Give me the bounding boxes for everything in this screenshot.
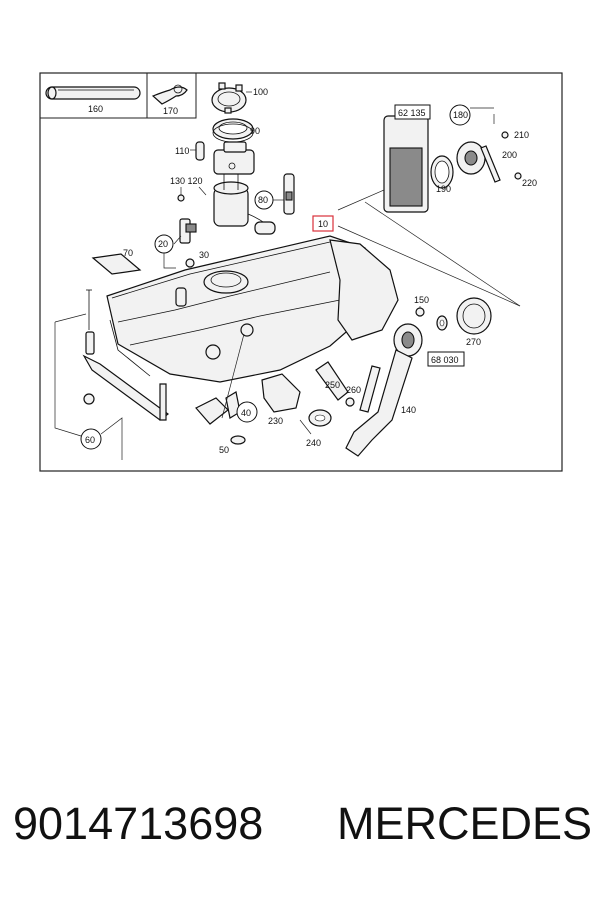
part-100-lock-ring: 100 <box>211 82 268 114</box>
part-40-50-connectors: 40 50 <box>195 333 258 455</box>
callout-160: 160 <box>88 104 103 114</box>
part-90-seal: 90 <box>212 118 260 143</box>
callout-30: 30 <box>199 250 209 260</box>
part-130-120: 130 120 <box>170 176 207 202</box>
inset-box-160: 160 <box>39 72 148 119</box>
inset-box-170: 170 <box>146 72 197 119</box>
callout-60: 60 <box>85 435 95 445</box>
part-filler-neck-right: 150 68 030 270 <box>414 295 492 367</box>
callout-70: 70 <box>123 248 133 258</box>
callout-170: 170 <box>163 106 178 116</box>
callout-180: 180 <box>453 110 468 120</box>
part-230-240-250-260: 230 250 260 240 <box>261 361 361 448</box>
brand-name: MERCEDES <box>337 798 593 849</box>
callout-10: 10 <box>318 219 328 229</box>
callout-68030: 68 030 <box>431 355 459 365</box>
callout-130-120: 130 120 <box>170 176 203 186</box>
callout-110: 110 <box>175 146 189 156</box>
part-60-strap: 60 <box>54 289 170 460</box>
callout-220: 220 <box>522 178 537 188</box>
callout-90: 90 <box>250 126 260 136</box>
callout-box-10: 10 <box>312 215 334 232</box>
callout-50: 50 <box>219 445 229 455</box>
callout-260: 260 <box>346 385 361 395</box>
callout-62135: 62 135 <box>398 108 426 118</box>
part-140-filler-hose: 140 <box>345 323 423 457</box>
part-20-valve: 20 30 <box>154 218 209 269</box>
part-70-pad: 70 <box>91 248 142 275</box>
product-caption: 9014713698 MERCEDES <box>0 798 600 868</box>
callout-210: 210 <box>514 130 529 140</box>
callout-240: 240 <box>306 438 321 448</box>
part-fuel-pump-module <box>213 141 276 235</box>
callout-190: 190 <box>436 184 451 194</box>
callout-40: 40 <box>241 408 251 418</box>
callout-150: 150 <box>414 295 429 305</box>
parts-diagram: 160 170 100 90 110 <box>39 72 563 472</box>
callout-80: 80 <box>258 195 268 205</box>
part-110-filter: 110 <box>175 141 205 161</box>
callout-20: 20 <box>158 239 168 249</box>
callout-140: 140 <box>401 405 416 415</box>
part-number: 9014713698 <box>13 798 264 849</box>
part-fuel-tank <box>106 235 399 383</box>
callout-230: 230 <box>268 416 283 426</box>
callout-250: 250 <box>325 380 340 390</box>
callout-200: 200 <box>502 150 517 160</box>
callout-100: 100 <box>253 87 268 97</box>
part-filler-components: 62 135 190 180 210 200 220 <box>337 104 537 307</box>
part-80-sender: 80 <box>254 173 295 215</box>
callout-270: 270 <box>466 337 481 347</box>
